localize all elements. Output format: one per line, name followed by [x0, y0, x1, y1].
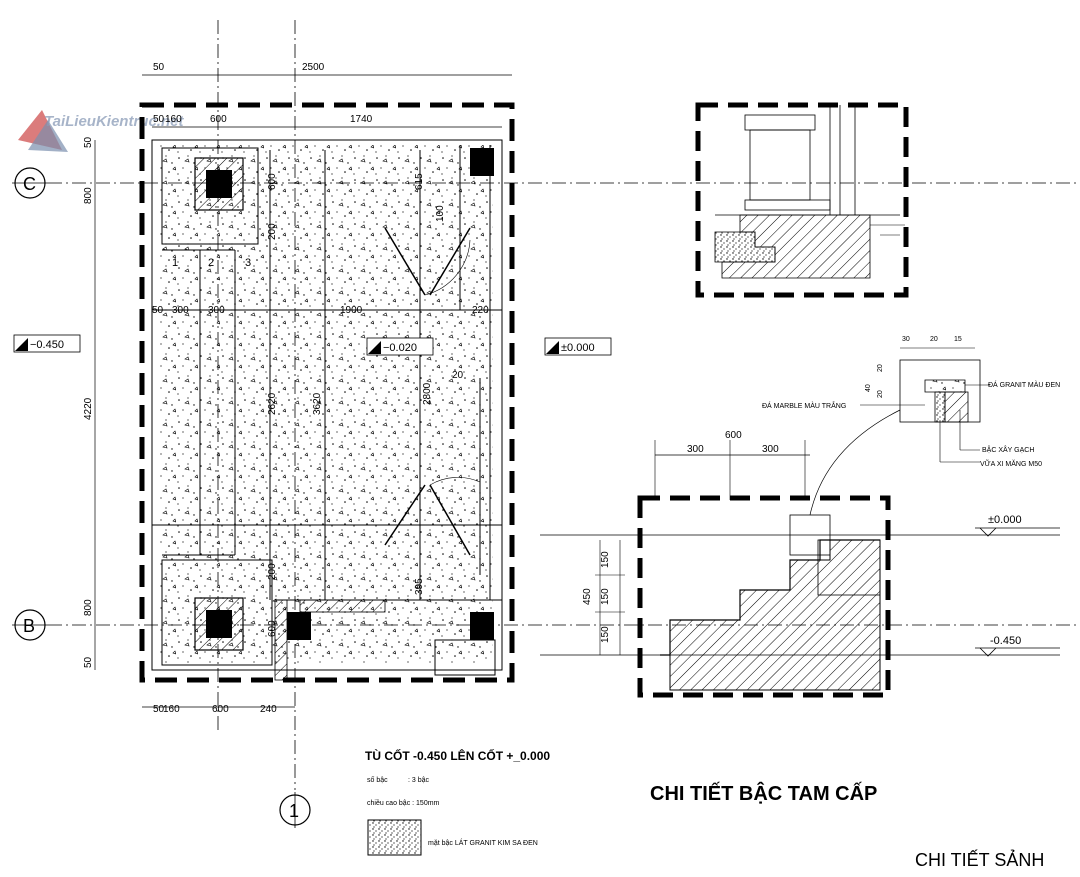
callout-brick: BẬC XÂY GẠCH — [982, 445, 1034, 454]
svg-text:600: 600 — [267, 620, 278, 637]
plan-boundary — [139, 102, 515, 683]
svg-text:600: 600 — [212, 704, 229, 715]
svg-text:150: 150 — [600, 626, 611, 643]
column-bottom-right — [470, 612, 494, 640]
svg-text:−0.020: −0.020 — [383, 342, 417, 354]
svg-text:600: 600 — [267, 173, 278, 190]
svg-text:600: 600 — [210, 114, 227, 125]
legend-swatch — [367, 819, 422, 856]
svg-text:160: 160 — [165, 114, 182, 125]
title-steps-detail: CHI TIẾT BẬC TAM CẤP — [650, 781, 877, 805]
svg-text:300: 300 — [208, 305, 225, 316]
column-top-left — [194, 157, 244, 211]
notes-block: TÙ CỐT -0.450 LÊN CỐT +_0.000 số bậc : 3… — [365, 748, 550, 856]
svg-text:50: 50 — [153, 114, 165, 125]
svg-text:50: 50 — [83, 136, 94, 148]
level-floor: −0.020 — [366, 337, 434, 356]
svg-text:30: 30 — [902, 336, 910, 343]
axis-bubble-1: 1 — [279, 792, 311, 828]
svg-text:300: 300 — [762, 444, 779, 455]
axis-bubble-c: C — [12, 167, 48, 199]
svg-text:150: 150 — [600, 588, 611, 605]
axis-label-c: C — [23, 174, 36, 194]
callout-mortar: VỮA XI MĂNG M50 — [980, 459, 1042, 468]
column-bottom-mid — [287, 612, 311, 640]
lobby-plan — [139, 102, 515, 683]
level-detail-zero: ±0.000 — [975, 514, 1060, 537]
svg-text:−0.450: −0.450 — [30, 339, 64, 351]
watermark: TaiLieuKientruc.net — [18, 110, 184, 152]
svg-text:50: 50 — [153, 704, 165, 715]
svg-text:600: 600 — [725, 430, 742, 441]
svg-text:20: 20 — [877, 390, 884, 398]
note-height: chiều cao bậc : 150mm — [367, 798, 440, 807]
svg-text:100: 100 — [435, 205, 446, 222]
plan-dimensions — [94, 74, 512, 708]
svg-text:150: 150 — [600, 551, 611, 568]
svg-text:50: 50 — [83, 656, 94, 668]
plan-dimension-labels: 50 2500 50 160 600 1740 50 800 4220 800 … — [83, 62, 489, 715]
svg-text:300: 300 — [172, 305, 189, 316]
svg-text:800: 800 — [83, 599, 94, 616]
callout-granite: ĐÁ GRANIT MÀU ĐEN — [988, 380, 1060, 389]
level-outside: −0.450 — [13, 334, 81, 353]
wall-stub — [274, 599, 288, 681]
level-zero: ±0.000 — [544, 337, 612, 356]
steps-section: 600 300 300 150 150 150 450 ±0.000 -0.45… — [540, 409, 1060, 698]
note-steps-value: : 3 bậc — [408, 777, 430, 784]
callout-marble: ĐÁ MARBLE MÀU TRẮNG — [762, 401, 846, 410]
svg-text:20: 20 — [877, 364, 884, 372]
svg-text:200: 200 — [267, 563, 278, 580]
svg-text:395: 395 — [414, 578, 425, 595]
svg-text:1740: 1740 — [350, 114, 373, 125]
svg-text:40: 40 — [865, 384, 872, 392]
watermark-text: TaiLieuKientruc.net — [44, 113, 184, 130]
svg-text:2: 2 — [208, 257, 214, 269]
svg-text:450: 450 — [582, 588, 593, 605]
svg-text:20: 20 — [930, 336, 938, 343]
axis-label-b: B — [23, 616, 35, 636]
axis-label-1: 1 — [289, 801, 299, 821]
svg-text:1: 1 — [172, 257, 178, 269]
svg-text:300: 300 — [687, 444, 704, 455]
svg-text:±0.000: ±0.000 — [988, 514, 1022, 526]
legend-text: mặt bậc LÁT GRANIT KIM SA ĐEN — [428, 838, 538, 847]
svg-text:2620: 2620 — [267, 392, 278, 415]
door-lower — [384, 477, 481, 556]
note-steps-label: số bậc — [367, 775, 388, 784]
svg-text:50: 50 — [152, 305, 164, 316]
column-top-right — [470, 148, 494, 176]
door-upper — [384, 227, 471, 296]
svg-text:±0.000: ±0.000 — [561, 342, 595, 354]
svg-text:50: 50 — [153, 62, 165, 73]
edge-detail: 30 20 15 20 40 20 ĐÁ GRANIT MÀU ĐEN ĐÁ M… — [762, 336, 1060, 468]
granite-floor — [160, 145, 493, 663]
column-bottom-left — [194, 597, 244, 651]
wall-stub-2 — [299, 599, 386, 613]
svg-text:615: 615 — [414, 173, 425, 190]
svg-text:220: 220 — [472, 305, 489, 316]
svg-text:800: 800 — [83, 187, 94, 204]
elevation-detail — [695, 102, 909, 298]
level-detail-minus: -0.450 — [975, 635, 1060, 657]
svg-text:3620: 3620 — [312, 392, 323, 415]
axis-bubble-b: B — [12, 609, 48, 641]
svg-text:160: 160 — [163, 704, 180, 715]
svg-text:2800: 2800 — [422, 382, 433, 405]
svg-text:20: 20 — [452, 370, 464, 381]
svg-text:15: 15 — [954, 336, 962, 343]
svg-text:1900: 1900 — [340, 305, 363, 316]
svg-text:2500: 2500 — [302, 62, 325, 73]
title-lobby-detail: CHI TIẾT SẢNH — [915, 849, 1044, 870]
svg-text:240: 240 — [260, 704, 277, 715]
svg-text:4220: 4220 — [83, 397, 94, 420]
note-title: TÙ CỐT -0.450 LÊN CỐT +_0.000 — [365, 748, 550, 763]
svg-text:-0.450: -0.450 — [990, 635, 1021, 647]
svg-text:200: 200 — [267, 223, 278, 240]
svg-text:3: 3 — [245, 257, 251, 269]
